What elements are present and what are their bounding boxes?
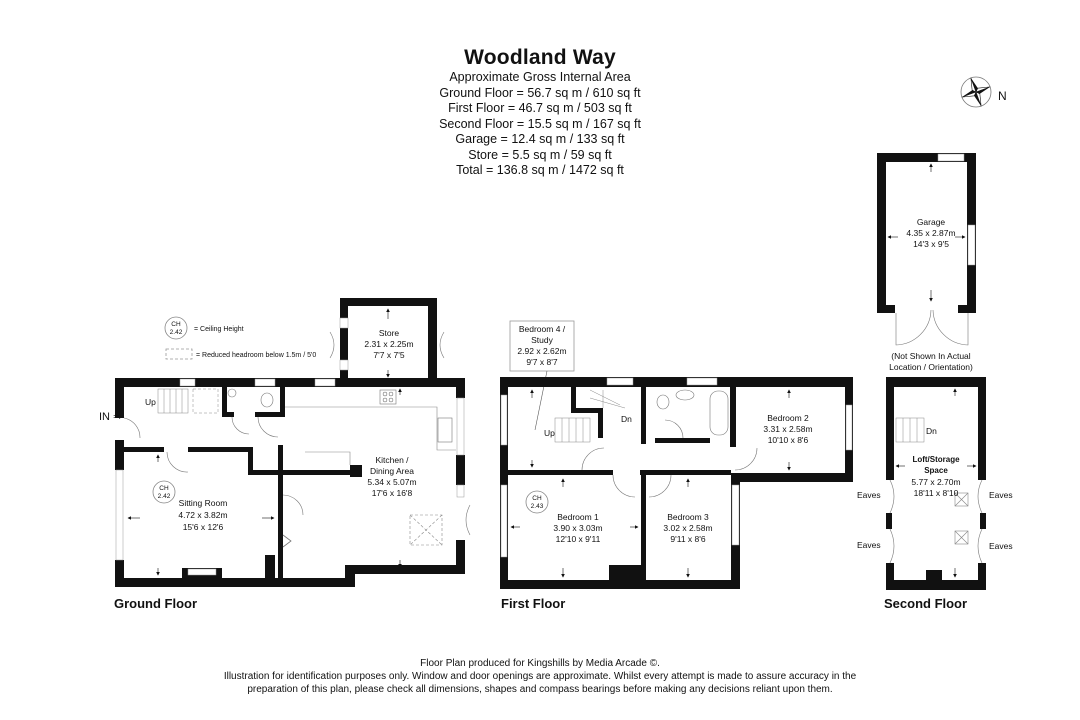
svg-text:4.35 x 2.87m: 4.35 x 2.87m xyxy=(906,228,955,238)
room-name-bedroom3: Bedroom 3 xyxy=(667,512,709,522)
first-floor-plan: Bedroom 4 / Study 2.92 x 2.62m 9'7 x 8'7 xyxy=(500,320,853,589)
svg-text:Dn: Dn xyxy=(926,426,937,436)
svg-text:3.31 x 2.58m: 3.31 x 2.58m xyxy=(763,424,812,434)
svg-text:3.90 x 3.03m: 3.90 x 3.03m xyxy=(553,523,602,533)
svg-text:= Reduced headroom below 1.5m: = Reduced headroom below 1.5m / 5'0 xyxy=(196,352,316,359)
toilet-icon xyxy=(260,392,274,408)
footer-credit: Floor Plan produced for Kingshills by Me… xyxy=(420,658,660,669)
svg-text:7'7 x 7'5: 7'7 x 7'5 xyxy=(373,350,404,360)
svg-text:9'11 x 8'6: 9'11 x 8'6 xyxy=(670,534,705,544)
room-name-loft: Loft/Storage xyxy=(912,455,960,464)
area-garage: Garage = 12.4 sq m / 133 sq ft xyxy=(455,132,625,146)
svg-text:Space: Space xyxy=(924,466,948,475)
svg-text:= Ceiling Height: = Ceiling Height xyxy=(194,326,244,333)
reduced-headroom-icon xyxy=(165,348,193,360)
second-floor-plan: Dn Loft/Storage Space 5.77 x 2.70m 18'11… xyxy=(857,377,1013,590)
svg-text:2.42: 2.42 xyxy=(170,329,183,336)
eaves-label: Eaves xyxy=(857,540,881,550)
svg-text:2.43: 2.43 xyxy=(531,503,544,510)
garage-plan: Garage 4.35 x 2.87m 14'3 x 9'5 (Not Show… xyxy=(877,153,976,372)
ceiling-height-badge-icon xyxy=(525,490,549,514)
svg-text:Up: Up xyxy=(145,397,156,407)
svg-text:15'6 x 12'6: 15'6 x 12'6 xyxy=(183,522,224,532)
ground-floor-label: Ground Floor xyxy=(114,596,198,611)
footer-disclaimer-1: Illustration for identification purposes… xyxy=(223,671,857,682)
svg-text:Bedroom 4 /: Bedroom 4 / xyxy=(519,324,566,334)
svg-text:12'10 x 9'11: 12'10 x 9'11 xyxy=(556,534,601,544)
sink-icon xyxy=(437,417,453,443)
room-name-bedroom2: Bedroom 2 xyxy=(767,413,809,423)
svg-text:14'3 x 9'5: 14'3 x 9'5 xyxy=(913,239,949,249)
svg-text:IN: IN xyxy=(99,411,110,423)
svg-text:Up: Up xyxy=(544,428,555,438)
svg-text:Dn: Dn xyxy=(621,414,632,424)
svg-text:Dining Area: Dining Area xyxy=(370,466,414,476)
skylight-icon xyxy=(409,514,443,546)
ceiling-height-badge-icon xyxy=(164,316,188,340)
svg-text:CH: CH xyxy=(532,495,542,502)
svg-text:10'10 x 8'6: 10'10 x 8'6 xyxy=(768,435,809,445)
svg-text:4.72 x 3.82m: 4.72 x 3.82m xyxy=(178,510,227,520)
room-name-sitting-room: Sitting Room xyxy=(179,498,228,508)
svg-text:5.34 x 5.07m: 5.34 x 5.07m xyxy=(367,477,416,487)
compass-north-label: N xyxy=(998,89,1007,103)
area-total: Total = 136.8 sq m / 1472 sq ft xyxy=(456,163,624,177)
room-name-garage: Garage xyxy=(917,217,946,227)
eaves-label: Eaves xyxy=(989,490,1013,500)
svg-text:18'11 x 8'10: 18'11 x 8'10 xyxy=(914,488,959,498)
bedroom4-label-box xyxy=(509,320,575,372)
ceiling-height-badge-icon xyxy=(152,480,176,504)
basin-icon xyxy=(675,389,695,401)
room-name-bedroom1: Bedroom 1 xyxy=(557,512,599,522)
disclaimer-footer: Floor Plan produced for Kingshills by Me… xyxy=(0,657,1080,696)
compass-rose-icon xyxy=(958,74,994,115)
svg-text:CH: CH xyxy=(171,321,181,328)
svg-text:3.02 x 2.58m: 3.02 x 2.58m xyxy=(663,523,712,533)
area-subtitle: Approximate Gross Internal Area xyxy=(449,70,631,84)
eaves-label: Eaves xyxy=(989,541,1013,551)
room-name-store: Store xyxy=(379,328,400,338)
area-ground-floor: Ground Floor = 56.7 sq m / 610 sq ft xyxy=(439,85,641,100)
footer-disclaimer-2: preparation of this plan, please check a… xyxy=(247,684,833,695)
room-name-kitchen: Kitchen / xyxy=(375,455,409,465)
first-floor-label: First Floor xyxy=(501,596,566,611)
area-second-floor: Second Floor = 15.5 sq m / 167 sq ft xyxy=(439,116,641,131)
svg-text:⇒: ⇒ xyxy=(113,411,122,423)
svg-text:9'7 x 8'7: 9'7 x 8'7 xyxy=(526,357,557,367)
svg-text:5.77 x 2.70m: 5.77 x 2.70m xyxy=(911,477,960,487)
svg-text:2.31 x 2.25m: 2.31 x 2.25m xyxy=(364,339,413,349)
svg-text:2.92 x 2.62m: 2.92 x 2.62m xyxy=(517,346,566,356)
svg-text:17'6 x 16'8: 17'6 x 16'8 xyxy=(372,488,413,498)
svg-text:Study: Study xyxy=(531,335,553,345)
property-title: Woodland Way xyxy=(464,46,616,69)
hob-icon xyxy=(379,389,397,405)
svg-text:Location / Orientation): Location / Orientation) xyxy=(889,362,973,372)
bath-icon xyxy=(709,390,729,436)
title-block: Woodland Way Approximate Gross Internal … xyxy=(0,46,1080,179)
skylight-icon xyxy=(954,492,969,545)
svg-text:2.42: 2.42 xyxy=(158,493,171,500)
ground-floor-plan: IN ⇒ Up CH 2.42 Store 2.31 x 2.25m 7'7 x… xyxy=(99,298,471,587)
svg-text:(Not Shown In Actual: (Not Shown In Actual xyxy=(891,351,970,361)
area-store: Store = 5.5 sq m / 59 sq ft xyxy=(468,147,612,162)
toilet-icon xyxy=(656,394,670,410)
eaves-label: Eaves xyxy=(857,490,881,500)
svg-text:CH: CH xyxy=(159,485,169,492)
second-floor-label: Second Floor xyxy=(884,596,968,611)
legend: CH 2.42 = Ceiling Height = Reduced headr… xyxy=(164,316,316,360)
area-first-floor: First Floor = 46.7 sq m / 503 sq ft xyxy=(448,101,632,115)
